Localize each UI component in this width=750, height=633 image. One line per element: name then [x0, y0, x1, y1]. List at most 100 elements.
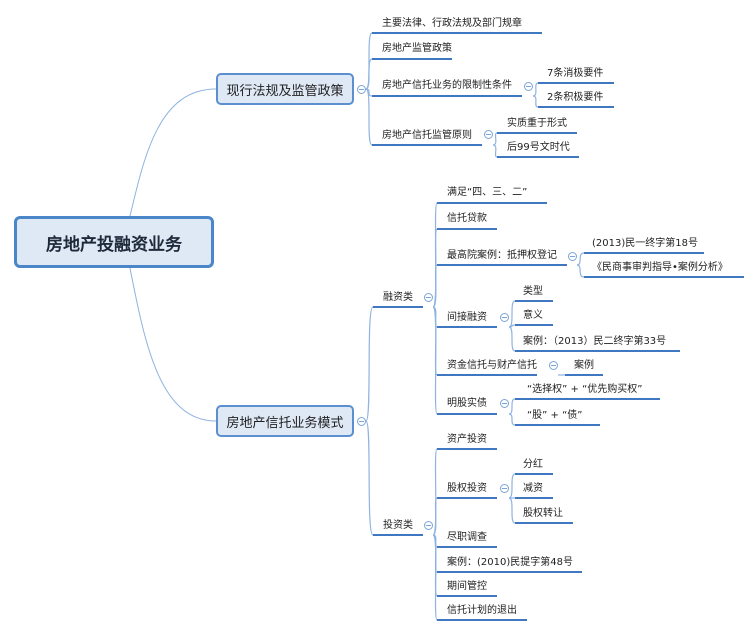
underline — [437, 619, 527, 621]
connector-curve — [532, 82, 539, 97]
connector-curve — [432, 497, 438, 536]
node-indirect-financing[interactable]: 间接融资 — [447, 312, 487, 323]
node-option-preemption[interactable]: “选择权” + “优先购买权” — [527, 384, 643, 395]
node-significance[interactable]: 意义 — [523, 310, 543, 321]
underline — [437, 202, 547, 204]
node-negative-elements[interactable]: 7条消极要件 — [547, 68, 604, 79]
underline — [515, 473, 553, 475]
underline — [565, 374, 603, 376]
root-node[interactable]: 房地产投融资业务 — [14, 216, 214, 268]
underline — [372, 144, 482, 146]
connector-curve — [576, 264, 585, 278]
node-post-99-era[interactable]: 后99号文时代 — [507, 142, 570, 153]
underline — [372, 32, 542, 34]
underline — [437, 595, 497, 597]
underline — [538, 106, 614, 108]
connector-curve — [576, 252, 585, 266]
connector-curve — [365, 306, 374, 422]
node-capital-reduction[interactable]: 减资 — [523, 483, 543, 494]
node-fund-vs-property-trust[interactable]: 资金信托与财产信托 — [447, 360, 537, 371]
connector-curve — [432, 264, 438, 308]
node-trust-exit[interactable]: 信托计划的退出 — [447, 605, 517, 616]
connector-curve — [508, 473, 516, 499]
node-case[interactable]: 案例 — [574, 360, 594, 371]
node-case-2013-18[interactable]: (2013)民一终字第18号 — [592, 238, 698, 249]
node-financing[interactable]: 融资类 — [383, 292, 413, 303]
branch-node-regulations[interactable]: 现行法规及监管政策 — [216, 73, 354, 105]
node-period-control[interactable]: 期间管控 — [447, 581, 487, 592]
collapse-toggle-icon[interactable] — [500, 399, 509, 408]
connector-curve — [432, 306, 438, 415]
underline — [515, 300, 553, 302]
connector-curve — [492, 132, 498, 146]
node-case-2013-33[interactable]: 案例：（2013）民二终字第33号 — [523, 336, 667, 347]
collapse-toggle-icon[interactable] — [524, 82, 533, 91]
collapse-toggle-icon[interactable] — [424, 521, 433, 530]
underline — [373, 306, 423, 308]
node-main-laws[interactable]: 主要法律、行政法规及部门规章 — [382, 18, 522, 29]
node-equity-investment[interactable]: 股权投资 — [447, 483, 487, 494]
node-equity-transfer[interactable]: 股权转让 — [523, 508, 563, 519]
collapse-toggle-icon[interactable] — [424, 293, 433, 302]
underline — [515, 350, 680, 352]
connector-curve — [508, 413, 516, 426]
node-four-three-two[interactable]: 满足“四、三、二” — [447, 187, 528, 198]
underline — [515, 324, 553, 326]
node-supreme-court-case[interactable]: 最高院案例：抵押权登记 — [447, 250, 557, 261]
node-due-diligence[interactable]: 尽职调查 — [447, 532, 487, 543]
node-trust-loan[interactable]: 信托贷款 — [447, 213, 487, 224]
underline — [437, 448, 497, 450]
collapse-toggle-icon[interactable] — [549, 361, 558, 370]
connector-curve — [365, 88, 373, 146]
connector-curve — [508, 300, 516, 328]
underline — [497, 132, 577, 134]
node-substance-over-form[interactable]: 实质重于形式 — [507, 118, 567, 129]
underline — [584, 276, 744, 278]
underline — [538, 82, 614, 84]
node-dividend[interactable]: 分红 — [523, 459, 543, 470]
node-positive-elements[interactable]: 2条积极要件 — [547, 92, 604, 103]
collapse-toggle-icon[interactable] — [357, 417, 366, 426]
underline — [437, 228, 497, 230]
branch-node-business-modes[interactable]: 房地产信托业务模式 — [216, 405, 354, 437]
node-asset-investment[interactable]: 资产投资 — [447, 434, 487, 445]
underline — [515, 424, 600, 426]
underline — [372, 95, 522, 97]
underline — [437, 546, 497, 548]
node-stock-plus-debt[interactable]: “股” + “债” — [527, 410, 583, 421]
connector-curve — [508, 398, 516, 415]
node-equity-debt[interactable]: 明股实债 — [447, 398, 487, 409]
collapse-toggle-icon[interactable] — [484, 130, 493, 139]
node-case-2010-48[interactable]: 案例：(2010)民提字第48号 — [447, 557, 573, 568]
connector-curve — [492, 144, 498, 158]
connector-curve — [432, 534, 438, 621]
collapse-toggle-icon[interactable] — [500, 313, 509, 322]
root-connector — [129, 267, 217, 422]
node-real-estate-policy[interactable]: 房地产监管政策 — [382, 43, 452, 54]
underline — [515, 398, 660, 400]
node-investment[interactable]: 投资类 — [383, 520, 413, 531]
connector-curve — [508, 497, 516, 524]
collapse-toggle-icon[interactable] — [568, 252, 577, 261]
node-supervision-principles[interactable]: 房地产信托监管原则 — [382, 130, 472, 141]
root-connector — [129, 88, 217, 217]
collapse-toggle-icon[interactable] — [357, 85, 366, 94]
underline — [437, 497, 497, 499]
collapse-toggle-icon[interactable] — [500, 484, 509, 493]
underline — [372, 58, 452, 60]
node-guidance-book[interactable]: 《民商事审判指导•案例分析》 — [592, 262, 728, 273]
underline — [584, 252, 704, 254]
underline — [437, 413, 497, 415]
node-types[interactable]: 类型 — [523, 286, 543, 297]
connector-curve — [365, 420, 374, 536]
underline — [437, 264, 567, 266]
underline — [515, 497, 553, 499]
underline — [373, 534, 423, 536]
underline — [437, 571, 582, 573]
connector-curve — [365, 58, 373, 90]
underline — [437, 374, 537, 376]
underline — [515, 522, 573, 524]
node-restrictive-conditions[interactable]: 房地产信托业务的限制性条件 — [382, 80, 512, 91]
